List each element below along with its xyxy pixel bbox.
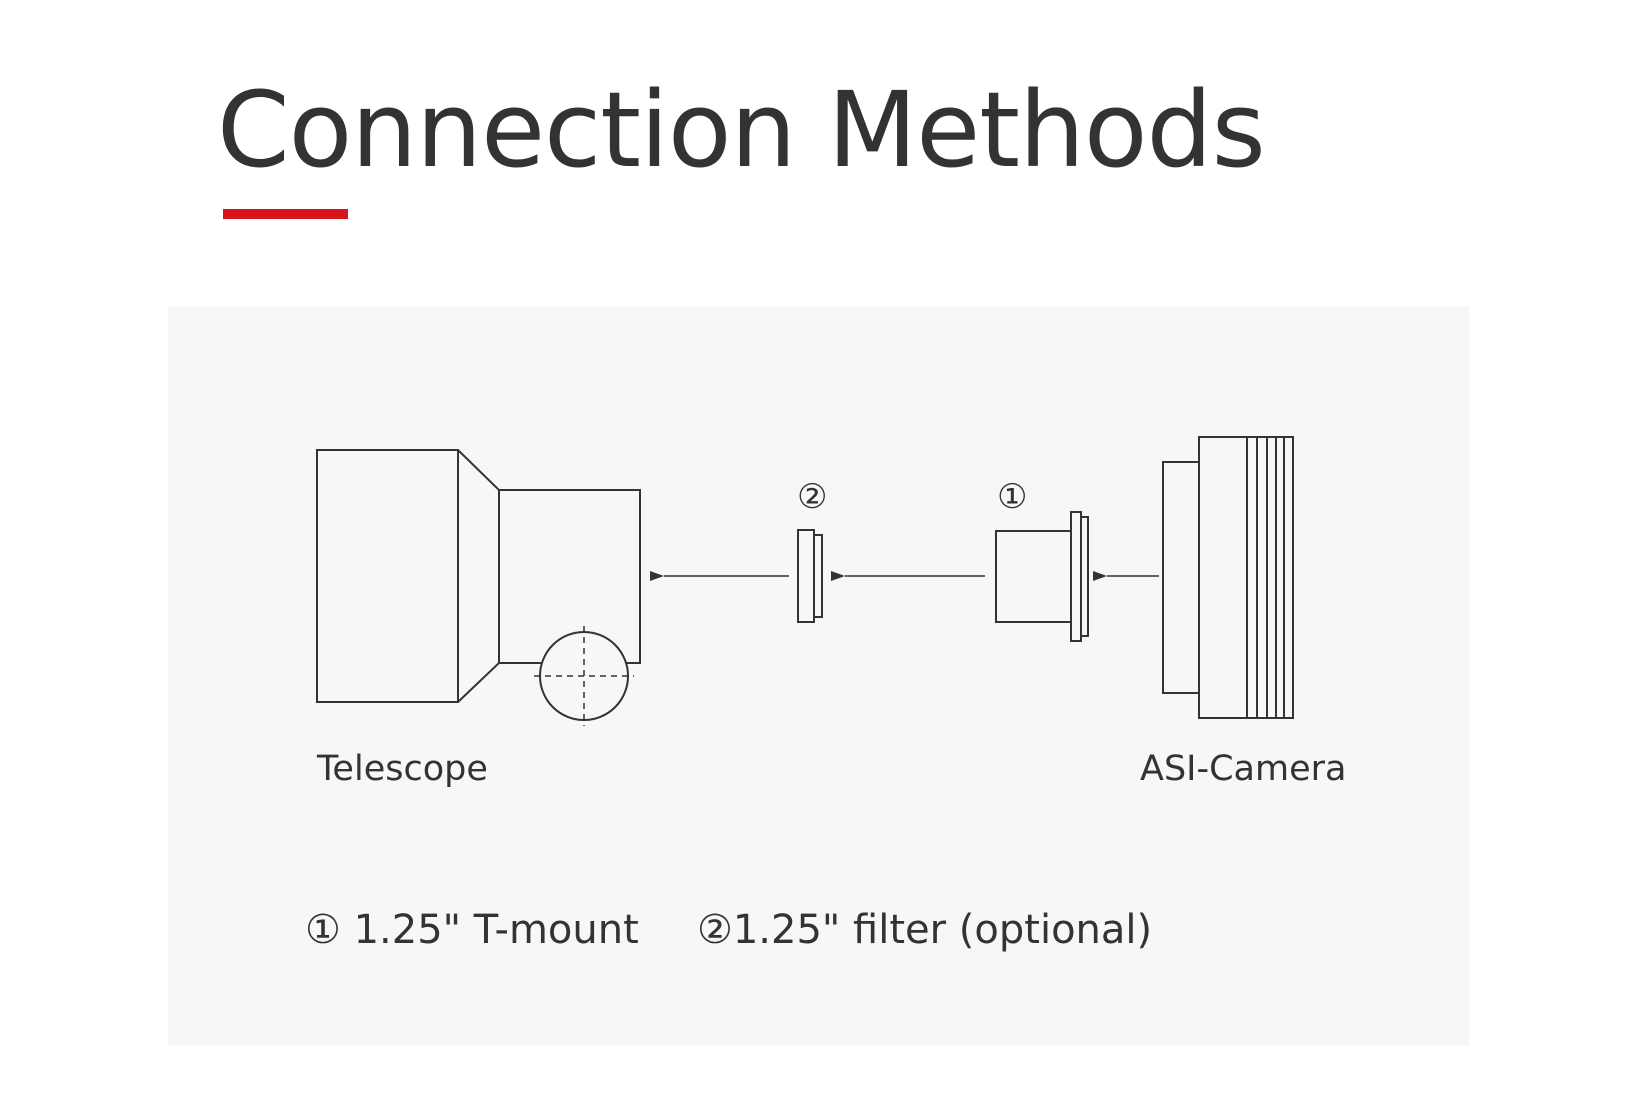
camera-front-plate xyxy=(1162,461,1200,694)
filter-ring xyxy=(797,529,815,623)
filter-drawing xyxy=(797,529,823,623)
telescope-tube xyxy=(316,449,459,703)
title-underline xyxy=(223,209,348,219)
page-title: Connection Methods xyxy=(217,69,1266,191)
filter-marker: ② xyxy=(797,477,828,517)
t-mount-thread xyxy=(1080,516,1089,637)
diagram-panel xyxy=(168,306,1469,1046)
legend-t-mount: ① 1.25" T-mount xyxy=(305,907,639,953)
telescope-drawing xyxy=(316,449,641,726)
t-mount-drawing xyxy=(995,511,1089,642)
t-mount-flange xyxy=(1070,511,1082,642)
filter-thread xyxy=(813,534,823,618)
telescope-label: Telescope xyxy=(317,749,488,789)
t-mount-barrel xyxy=(995,530,1072,623)
camera-drawing xyxy=(1162,436,1294,719)
t-mount-marker: ① xyxy=(997,477,1028,517)
telescope-taper xyxy=(457,449,500,703)
camera-label: ASI-Camera xyxy=(1140,749,1347,789)
legend-filter: ②1.25" filter (optional) xyxy=(697,907,1153,953)
